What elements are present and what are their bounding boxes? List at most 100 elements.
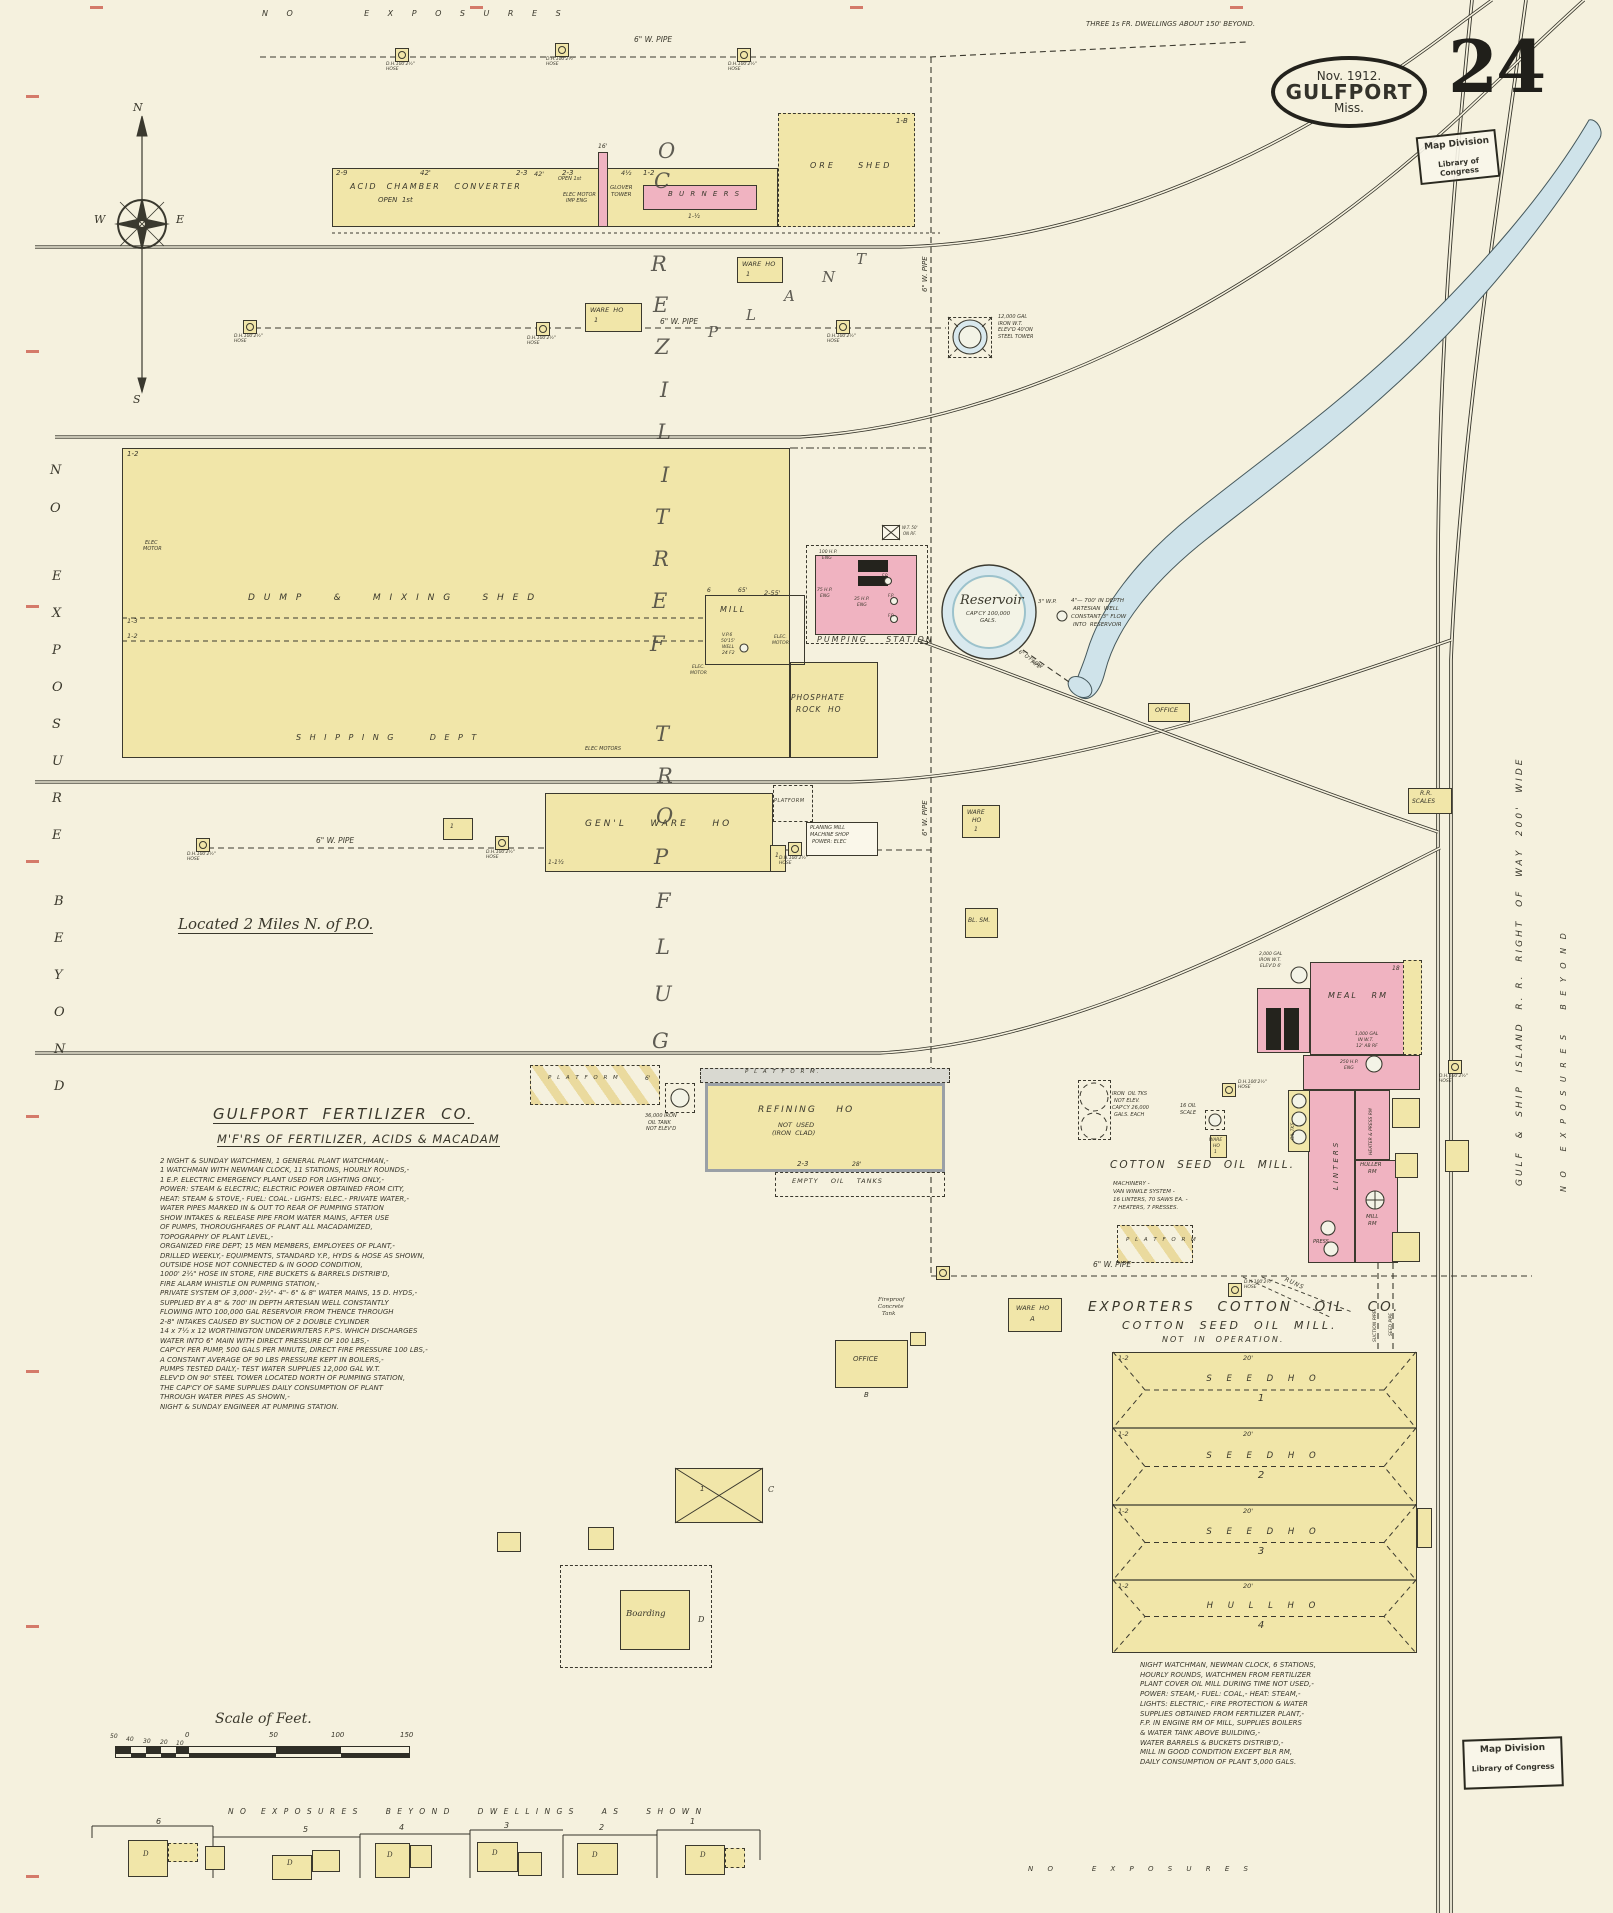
tank-note: 1,000 GAL [1355,1032,1379,1037]
rr-scales-label: R.R. [1420,790,1433,797]
reservoir-inner [952,575,1026,649]
ware-house-label: WARE [1209,1138,1223,1143]
note-line: WATER BARRELS & BUCKETS DISTRIB'D,- [1140,1738,1284,1747]
plant-name-letter: T [655,505,670,529]
mill-platform [1117,1225,1193,1263]
heater-press-room [1355,1090,1390,1160]
scale-bar-lower [115,1754,410,1758]
mill-room-label: MILL [1366,1214,1379,1220]
height-marker: 2-3 [562,169,574,177]
scale-tick: 10 [176,1740,184,1747]
dwelling-letter: D [143,1850,149,1858]
ore-shed [778,113,915,227]
small-shed-2 [497,1532,521,1552]
margin-letter: E [52,828,62,843]
note-line: HEAT: STEAM & STOVE,- FUEL: COAL.- LIGHT… [160,1194,409,1203]
plant-name-letter: P [654,845,669,869]
compass-letter: N [133,101,143,114]
height-marker: 1-2 [127,632,138,640]
genl-platform [773,785,813,822]
note-line: PUMPS TESTED DAILY,- TEST WATER SUPPLIES… [160,1364,381,1373]
bottom-right-exposures: N O E X P O S U R E S [1028,1865,1254,1873]
engine-label: ENG [1344,1066,1354,1071]
plant-name-letter: T [856,250,867,268]
note-line: PLANT COVER OIL MILL DURING TIME NOT USE… [1140,1680,1314,1689]
pipe-label: SUCTION PIPE [1373,1310,1378,1342]
well-note: V.P.6 [722,633,733,638]
press-cylinder [1320,1220,1336,1236]
margin-letter: E [52,569,62,584]
ware-house-label: WARE HO [590,306,624,314]
red-edge-mark [26,605,39,608]
dim-marker: 42' [420,169,431,177]
gear-spokes [1366,1191,1384,1209]
lot-number: 5 [303,1825,309,1834]
pipe-label: 6" W. PIPE [921,800,929,836]
fireproof-concrete-tank [910,1332,926,1346]
ware-house-num: A [1030,1315,1035,1323]
well-note: ARTESIAN WELL [1073,606,1119,612]
oil-scale-label: 16 OIL [1180,1103,1197,1109]
boiler-1 [858,560,888,572]
dim-marker: 6 [707,587,711,594]
dwelling-2a [577,1843,618,1875]
height-marker: 1-B [896,117,908,125]
press-cylinder [1323,1241,1339,1257]
hydrant-hose-marker [196,838,210,852]
office-label: OFFICE [853,1355,878,1363]
margin-letter: S [52,717,61,732]
pipe-label: SEED PIPE [1389,1312,1394,1336]
genl-warehouse-annex [770,845,786,872]
note-line: THE CAP'CY OF SAME SUPPLIES DAILY CONSUM… [160,1383,384,1392]
roof-tank-note: ON RF. [903,530,917,536]
tank-note: 2,000 GAL [1259,952,1283,957]
compass-letter: S [133,393,141,406]
fertilizer-notes: 2 NIGHT & SUNDAY WATCHMEN, 1 GENERAL PLA… [160,1157,428,1412]
elec-motor-label: MOTOR [772,641,789,646]
note-line: MILL IN GOOD CONDITION EXCEPT BLR RM, [1140,1748,1293,1757]
scale-segment [341,1754,409,1757]
note-line: 2 NIGHT & SUNDAY WATCHMEN, 1 GENERAL PLA… [160,1157,389,1165]
ware-house-label: HO [972,817,982,824]
ware-house-3 [962,805,1000,838]
artesian-well [1056,610,1068,622]
plant-name-letter: R [653,547,669,571]
seed-cleaner-1 [1266,1008,1281,1050]
genl-warehouse [545,793,773,872]
ware-house-4 [1210,1135,1227,1158]
pumping-enclosure [806,545,928,644]
dwelling-3b [518,1852,542,1876]
pipe-label: 6" W. PIPE [1093,1260,1132,1269]
oilmill-annex [1257,988,1310,1053]
seed-house-number: 2 [1257,1469,1271,1481]
plant-name-letter: O [656,804,674,828]
margin-letter: E [54,931,64,946]
height-marker: 1-3 [127,617,138,625]
fireproof-tank-label: Fireproof [878,1297,905,1303]
height-marker: 1-2 [1118,1430,1129,1438]
ware-house-num: 1 [746,270,751,278]
dashed-details [122,316,1109,1140]
rr-right-of-way-label: GULF & SHIP ISLAND R. R. RIGHT OF WAY 20… [1515,756,1525,1186]
hose-caption: D.H.100'2½" HOSE [187,852,216,862]
side-platform-1 [1392,1098,1420,1128]
rr-scales-label: SCALES [1412,798,1436,805]
well-note: INTO RESERVOIR [1073,622,1122,628]
elec-motor-label: ELEC [145,540,158,546]
fire-pump-label: F.P. [882,573,889,578]
hose-caption: D.H.100'2½" HOSE [234,334,263,344]
note-line: 1 WATCHMAN WITH NEWMAN CLOCK, 11 STATION… [160,1166,410,1175]
well-note: 50'15' [721,639,735,644]
plant-name-letter: R [651,252,667,276]
plant-name-letter: E [653,293,669,317]
height-marker: 1-2 [643,169,655,177]
fire-pump-label: F.P. [888,593,895,598]
hose-caption: D.H.100'2½" HOSE [486,850,515,860]
tank-note: STEEL TOWER [998,333,1034,340]
note-line: PRIVATE SYSTEM OF 3,000'- 2½"- 4"- 6" & … [160,1289,418,1298]
empty-oil-tanks [775,1172,945,1197]
tank-note: ELEV'D 40'ON [998,327,1033,333]
tank-note: IRON W.T. [1259,958,1281,963]
